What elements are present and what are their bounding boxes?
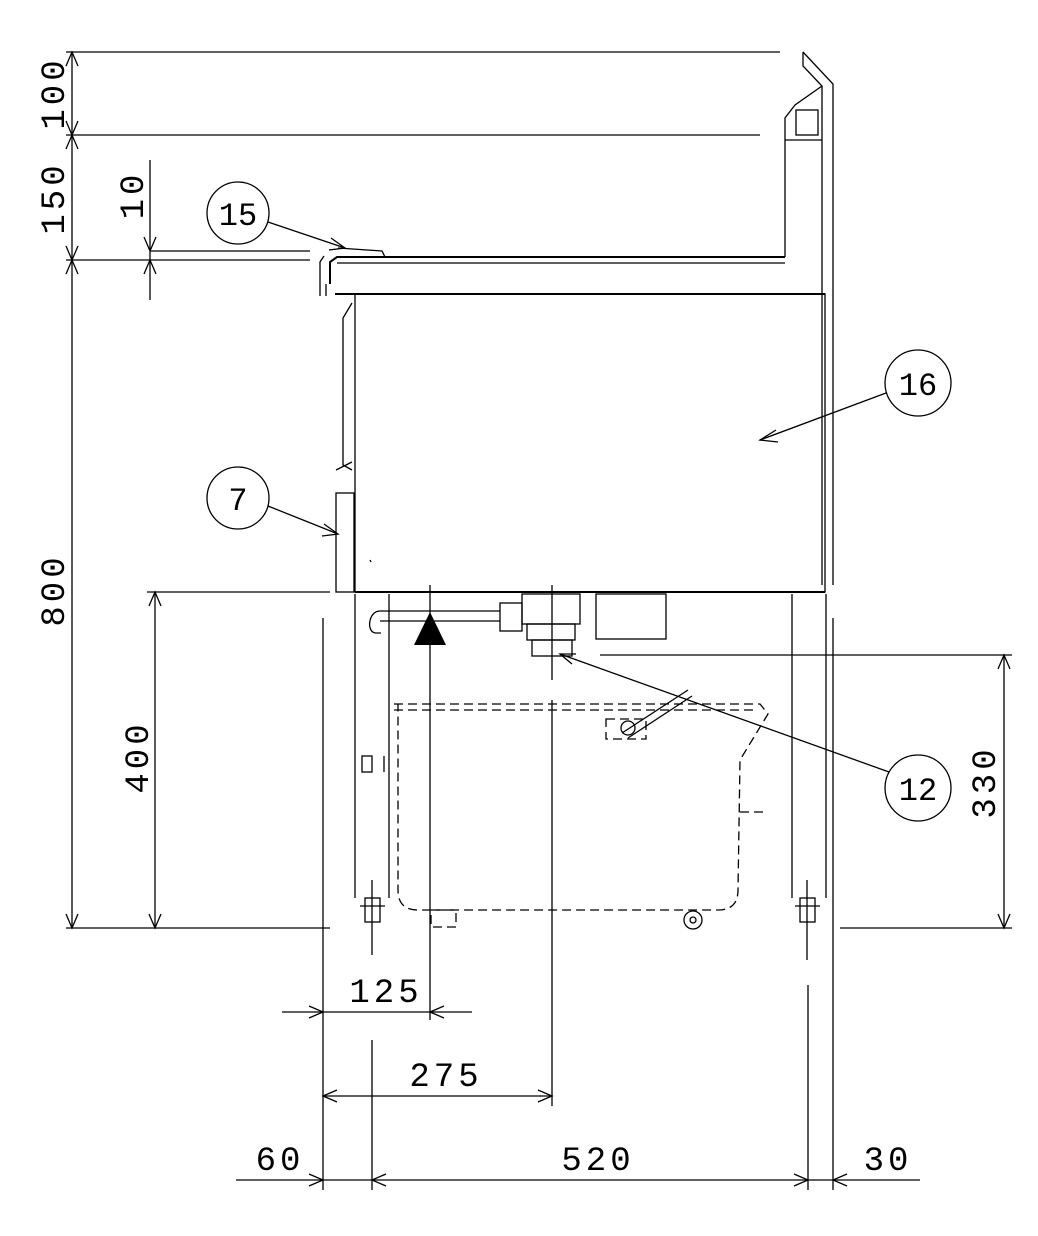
callout-label-15: 15: [219, 198, 257, 235]
backsplash: [66, 51, 834, 585]
section-arrow: [414, 585, 553, 680]
dim-800: 800: [37, 258, 330, 930]
worktop: [319, 247, 825, 296]
drain-fitting: [369, 591, 667, 657]
dim-label-400: 400: [121, 720, 159, 793]
dim-100: 100: [37, 50, 79, 137]
right-leg: [791, 594, 827, 960]
callout-16: 16: [758, 349, 952, 443]
left-leg: [354, 594, 390, 955]
dim-label-60: 60: [256, 1143, 305, 1181]
callout-7: 7: [206, 466, 340, 537]
dim-label-30: 30: [864, 1143, 913, 1181]
dim-label-275: 275: [409, 1059, 482, 1097]
dim-label-125: 125: [349, 975, 422, 1013]
dim-125: 125: [282, 618, 472, 1190]
hidden-tank: [394, 689, 769, 930]
dim-label-330: 330: [968, 745, 1006, 818]
callout-15: 15: [206, 181, 347, 251]
dim-label-800: 800: [37, 553, 75, 626]
dim-10: 10: [66, 160, 310, 300]
callout-12: 12: [558, 653, 952, 822]
dim-275: 275: [321, 700, 554, 1106]
dim-60-520-30: 60 520 30: [236, 618, 920, 1190]
cabinet-body: [335, 293, 826, 593]
callout-label-12: 12: [899, 773, 937, 810]
callout-label-16: 16: [899, 368, 937, 405]
dim-150: 150: [37, 133, 79, 262]
dim-label-10: 10: [116, 171, 154, 220]
callout-label-7: 7: [228, 483, 247, 520]
dim-label-100: 100: [37, 56, 75, 129]
dim-label-150: 150: [37, 161, 75, 234]
dim-400: 400: [121, 590, 330, 930]
dim-label-520: 520: [561, 1143, 634, 1181]
dim-330: 330: [600, 653, 1012, 930]
